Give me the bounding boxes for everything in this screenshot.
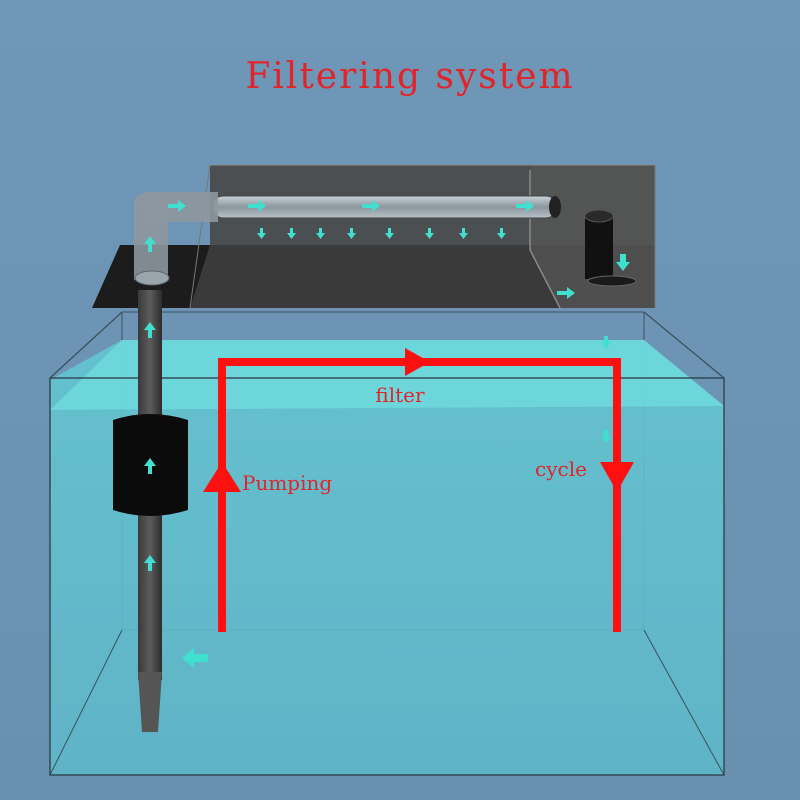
flow-arrow-icon: [616, 254, 630, 271]
flow-arrow-icon: [362, 200, 380, 212]
flow-arrow-icon: [459, 228, 468, 239]
triangle-arrow-icon: [405, 348, 430, 376]
outlet-cylinder-top: [584, 209, 614, 223]
flow-arrow-icon: [425, 228, 434, 239]
flow-arrow-icon: [316, 228, 325, 239]
flow-arrow-icon: [182, 648, 208, 668]
tank-edge: [643, 311, 725, 379]
outlet-drain: [587, 275, 637, 287]
spray-tube-end: [549, 196, 561, 218]
flow-arrow-icon: [144, 236, 156, 252]
outlet-cylinder: [585, 215, 613, 279]
flow-arrow-icon: [168, 200, 186, 212]
pump-pipe: [113, 192, 218, 732]
flow-arrow-icon: [287, 228, 296, 239]
flow-arrow-icon: [516, 200, 534, 212]
triangle-arrow-icon: [600, 462, 634, 492]
flow-arrow-icon: [497, 228, 506, 239]
pipe-elbow-curve: [134, 192, 168, 230]
flow-arrow-icon: [557, 287, 575, 299]
flow-arrow-icon: [144, 555, 156, 571]
tank-edge: [49, 311, 123, 379]
flow-arrow-icon: [257, 228, 266, 239]
flow-arrow-icon: [601, 336, 611, 349]
cycle-label: cycle: [535, 457, 587, 481]
tank-front-glass: [49, 377, 725, 776]
flow-arrow-icon: [144, 322, 156, 338]
page-title: Filtering system: [245, 56, 574, 97]
flow-arrow-icon: [347, 228, 356, 239]
triangle-arrow-icon: [203, 462, 241, 492]
flow-arrow-icon: [248, 200, 266, 212]
filter-label: filter: [375, 383, 425, 407]
box-edge: [189, 164, 211, 309]
pumping-label: Pumping: [242, 471, 332, 495]
flow-arrows: [144, 200, 630, 668]
flow-path: [203, 348, 634, 632]
flow-arrow-icon: [385, 228, 394, 239]
pipe-elbow-mouth: [134, 270, 170, 286]
tank-edge: [49, 629, 123, 776]
flow-arrow-icon: [144, 458, 156, 474]
flow-arrow-icon: [601, 430, 611, 443]
chamber-divider: [529, 249, 561, 309]
pipe-intake: [138, 672, 162, 732]
tank-edge: [643, 629, 725, 776]
filter-box: [92, 164, 656, 309]
